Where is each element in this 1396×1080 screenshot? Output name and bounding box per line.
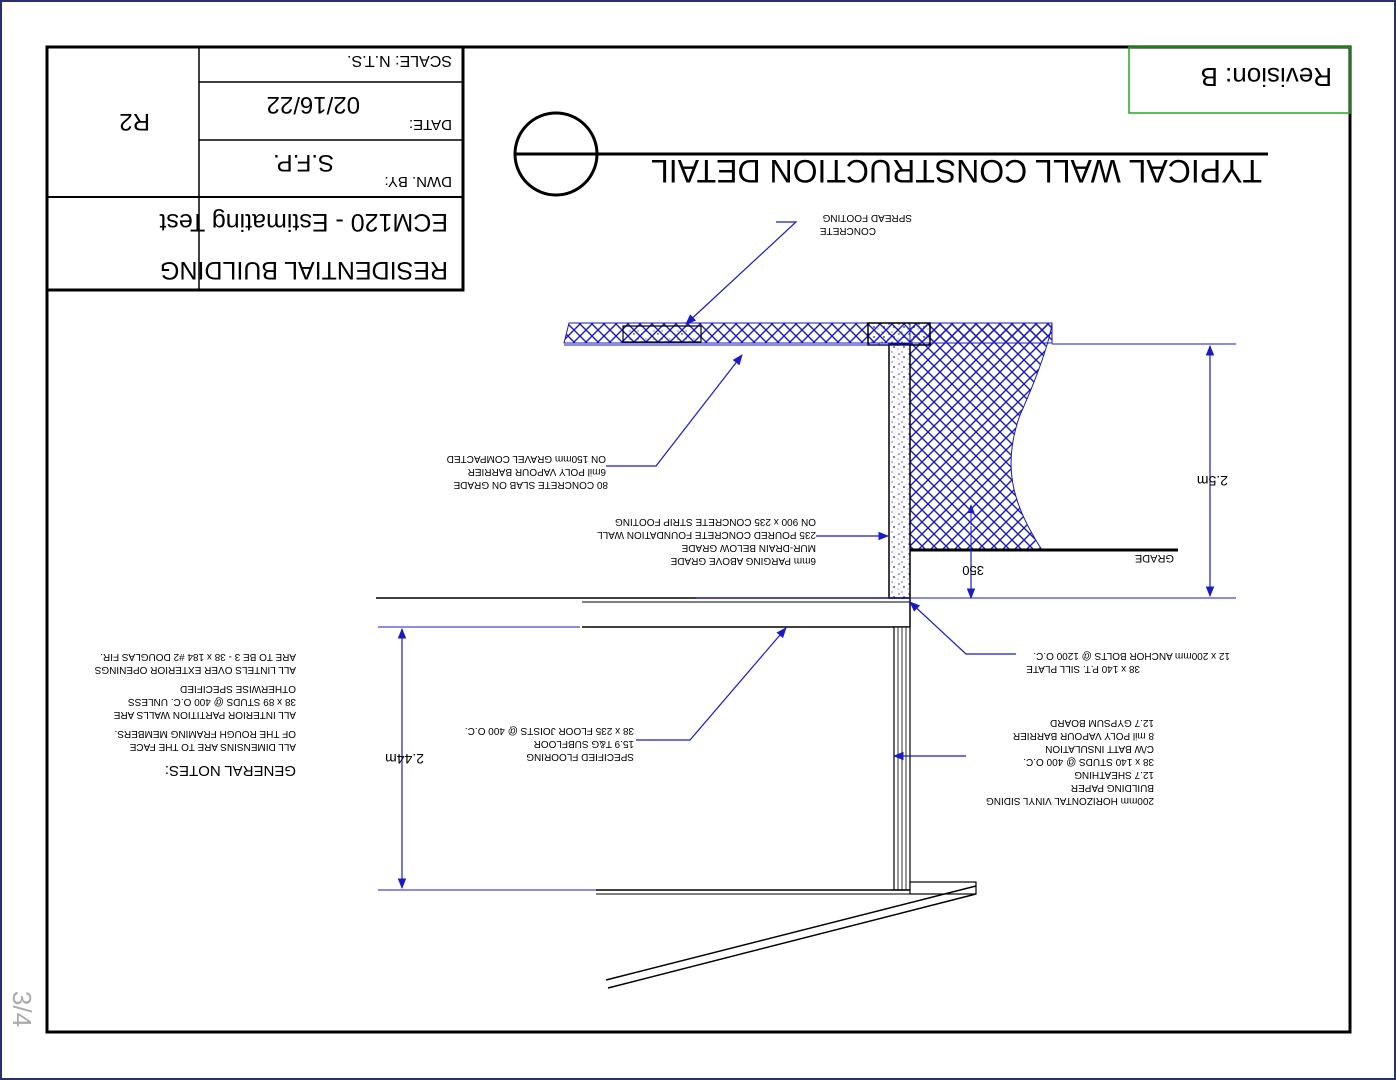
callout-floor-line1: SPECIFIED FLOORING	[526, 751, 634, 762]
strip-footing	[867, 322, 931, 346]
drawn-by-value: S.F.P.	[273, 149, 334, 176]
leader-slab	[606, 354, 743, 467]
leader-sill	[909, 601, 1016, 655]
revision-box	[1128, 46, 1351, 114]
callout-wall-line5: C/W BATT INSULATION	[1045, 743, 1154, 754]
callout-wall-line7: 12.7 GYPSUM BOARD	[1050, 717, 1154, 728]
callout-floor-line3: 38 x 235 FLOOR JOISTS @ 400 O.C.	[465, 725, 634, 736]
callout-foundation-line1: 6mm PARGING ABOVE GRADE	[670, 555, 816, 566]
callout-floor: SPECIFIED FLOORING 15.9 T&G SUBFLOOR 38 …	[465, 725, 634, 762]
callout-slab-line3: ON 150mm GRAVEL COMPACTED	[447, 453, 606, 464]
earth-backfill	[909, 322, 1053, 551]
project-title: RESIDENTIAL BUILDING	[160, 256, 448, 284]
roof-line	[607, 893, 977, 989]
leader-spread-footing	[685, 221, 798, 325]
callout-wall-line4: 38 x 140 STUDS @ 400 O.C.	[1023, 756, 1154, 767]
callout-foundation: 6mm PARGING ABOVE GRADE MUR-DRAIN BELOW …	[597, 516, 816, 566]
page-indicator-text: 3/4	[7, 991, 37, 1027]
detail-bubble	[513, 111, 599, 197]
project-subtitle: ECM120 - Estimating Test	[159, 208, 448, 236]
spread-footing	[622, 325, 702, 343]
callout-foundation-line2: MUR-DRAIN BELOW GRADE	[681, 542, 816, 553]
leader-floor	[636, 627, 787, 741]
callout-spread-footing: CONCRETE SPREAD FOOTING	[820, 212, 912, 236]
callout-wall-line2: BUILDING PAPER	[1071, 782, 1154, 793]
general-notes-line1: ALL DIMENSINS ARE TO THE FACE	[129, 741, 296, 752]
callout-slab-line1: 80 CONCRETE SLAB ON GRADE	[453, 479, 608, 490]
date-value: 02/16/22	[267, 91, 360, 118]
general-notes-line3: ALL INTERIOR PARTITION WALLS ARE	[113, 709, 296, 720]
general-notes-line7: ARE TO BE 3 - 38 x 184 #2 DOUGLAS FIR.	[100, 651, 296, 662]
date-label: DATE:	[409, 116, 452, 133]
callout-sill: 38 x 140 P.T. SILL PLATE 12 x 200mm ANCH…	[1026, 650, 1230, 674]
sheet-number: R2	[119, 108, 150, 135]
scale-label: SCALE: N.T.S.	[347, 52, 452, 69]
general-notes-line2: OF THE ROUGH FRAMING MEMBERS.	[115, 728, 297, 739]
callout-slab-line2: 6mil POLY VAPOUR BARRIER	[468, 466, 606, 477]
foundation-wall	[888, 343, 911, 599]
general-notes-line6: ALL LINTELS OVER EXTERIOR OPENINGS	[94, 664, 296, 675]
revision-label: Revision: B	[1201, 62, 1333, 92]
callout-slab: 80 CONCRETE SLAB ON GRADE 6mil POLY VAPO…	[447, 453, 608, 490]
dimension-above-grade: 350 GRADE	[962, 504, 1174, 600]
callout-wall: 200mm HORIZONTAL VINYL SIDING BUILDING P…	[986, 717, 1154, 806]
callout-sill-line2: 12 x 200mm ANCHOR BOLTS @ 1200 O.C.	[1033, 650, 1230, 661]
callout-sill-line1: 38 x 140 P.T. SILL PLATE	[1026, 663, 1140, 674]
dimension-wall-label: 2.44m	[385, 751, 424, 767]
drawn-by-label: DWN. BY:	[384, 173, 452, 190]
callout-wall-line6: 8 mil POLY VAPOUR BARRIER	[1013, 730, 1154, 741]
general-notes-line5: OTHERWISE SPECIFIED	[180, 683, 296, 694]
general-notes-line4: 38 x 89 STUDS @ 400 O.C. UNLESS	[128, 696, 296, 707]
dimension-foundation-label: 2.5m	[1197, 473, 1228, 489]
sheet-border	[45, 45, 1352, 1034]
callout-wall-line1: 200mm HORIZONTAL VINYL SIDING	[986, 795, 1154, 806]
dimension-wall: 2.44m	[378, 626, 596, 891]
callout-foundation-line4: ON 900 x 235 CONCRETE STRIP FOOTING	[615, 516, 816, 527]
general-notes-title: GENERAL NOTES:	[165, 762, 296, 779]
title-block: RESIDENTIAL BUILDING ECM120 - Estimating…	[45, 45, 465, 292]
general-notes: GENERAL NOTES: ALL DIMENSINS ARE TO THE …	[94, 651, 296, 779]
callout-floor-line2: 15.9 T&G SUBFLOOR	[534, 738, 634, 749]
detail-title: TYPICAL WALL CONSTRUCTION DETAIL	[651, 153, 1262, 189]
callout-spread-footing-line1: CONCRETE	[820, 225, 876, 236]
callout-wall-line3: 12.7 SHEATHING	[1074, 769, 1154, 780]
callout-foundation-line3: 235 POURED CONCRETE FOUNDATION WALL	[597, 529, 816, 540]
dimension-foundation: 2.5m	[696, 343, 1236, 599]
callout-spread-footing-line2: SPREAD FOOTING	[822, 212, 912, 223]
dimension-above-grade-label: 350	[962, 563, 984, 578]
grade-label: GRADE	[1135, 552, 1174, 564]
page-indicator: 3/4	[7, 991, 37, 1027]
